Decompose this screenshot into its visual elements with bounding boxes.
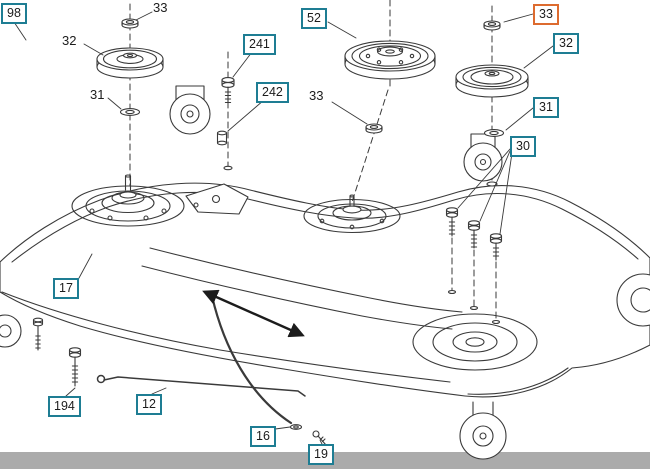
callout-98[interactable]: 98 — [1, 3, 27, 24]
nut-center — [365, 123, 383, 134]
washer-16 — [289, 424, 303, 430]
pulley-right — [455, 64, 529, 98]
screw-19 — [312, 430, 327, 446]
bolts-30 — [445, 207, 503, 261]
spacer-242 — [216, 130, 228, 146]
right-spindle-dome — [412, 313, 538, 371]
leader-lines — [13, 11, 554, 445]
wheel-rear-left — [169, 85, 211, 135]
idler-arm-bracket — [185, 183, 249, 215]
callout-33-right[interactable]: 33 — [533, 4, 559, 25]
rod-12 — [96, 374, 306, 397]
callout-31-left: 31 — [90, 87, 105, 102]
washer-right — [483, 129, 505, 137]
wheel-front-right — [459, 401, 507, 460]
wheel-side-left — [0, 314, 22, 348]
callout-12[interactable]: 12 — [136, 394, 162, 415]
callout-16[interactable]: 16 — [250, 426, 276, 447]
left-spindle — [71, 174, 185, 227]
callout-194[interactable]: 194 — [48, 396, 81, 417]
callout-33-center: 33 — [309, 88, 324, 103]
wheel-side-right — [616, 273, 650, 327]
bolt-241 — [221, 77, 235, 104]
direction-arrow — [202, 289, 305, 338]
nut-right — [483, 20, 501, 31]
center-spindle — [303, 194, 401, 234]
callout-33-left: 33 — [153, 0, 168, 15]
callout-30[interactable]: 30 — [510, 136, 536, 157]
nut-left — [121, 18, 139, 29]
bolt-194 — [32, 317, 82, 387]
idler-pulley — [344, 40, 436, 80]
deck-body — [0, 165, 650, 398]
callout-241[interactable]: 241 — [243, 34, 276, 55]
callout-32-left: 32 — [62, 33, 77, 48]
callout-32-right[interactable]: 32 — [553, 33, 579, 54]
callout-52[interactable]: 52 — [301, 8, 327, 29]
callout-242[interactable]: 242 — [256, 82, 289, 103]
callout-17[interactable]: 17 — [53, 278, 79, 299]
wheel-rear-right — [463, 133, 503, 182]
callout-19[interactable]: 19 — [308, 444, 334, 465]
pulley-left — [96, 47, 164, 79]
callout-31-right[interactable]: 31 — [533, 97, 559, 118]
washer-left — [119, 108, 141, 116]
